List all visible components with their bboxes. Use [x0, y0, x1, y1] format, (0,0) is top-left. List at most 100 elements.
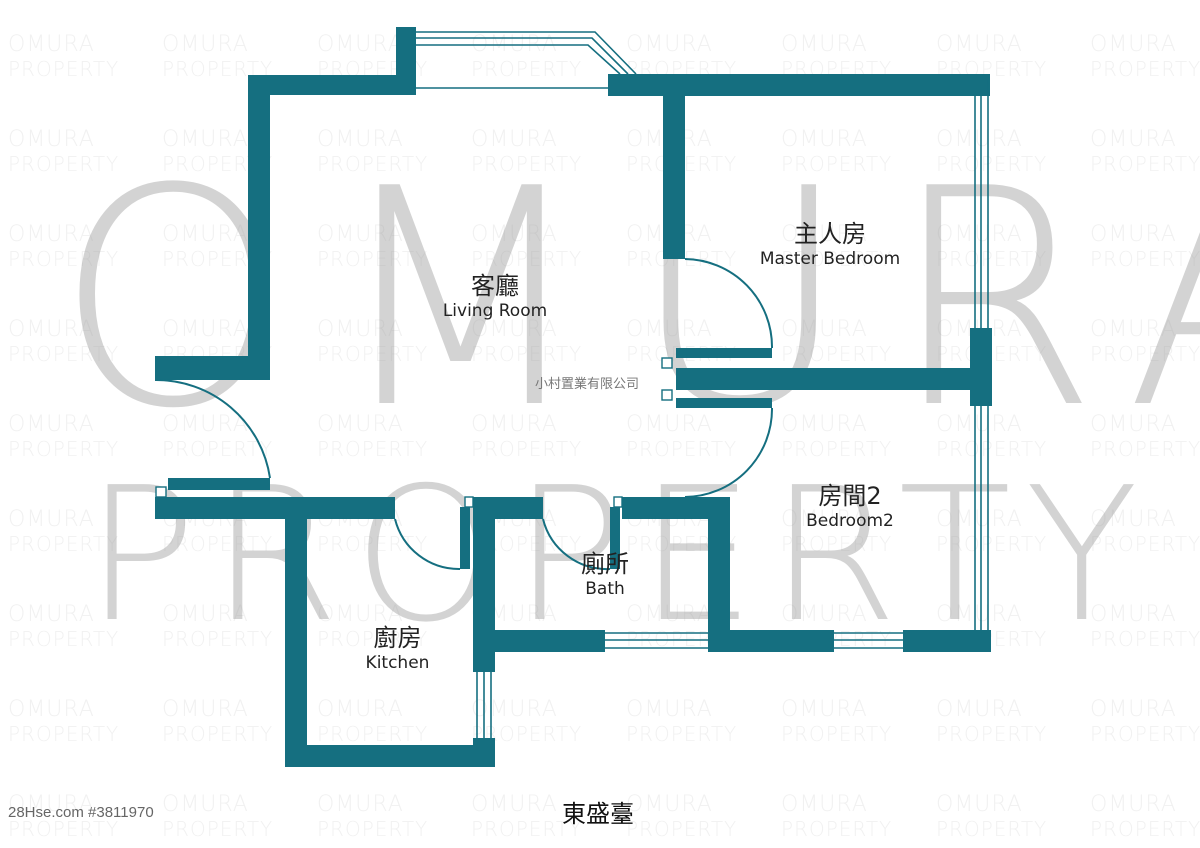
watermark-tile-line1: OMURA [162, 697, 249, 722]
watermark-tile-line1: OMURA [8, 697, 95, 722]
source-label: 28Hse.com #3811970 [8, 804, 154, 821]
watermark-tile-line1: OMURA [162, 602, 249, 627]
watermark-tile-line1: OMURA [1090, 412, 1177, 437]
watermark-tile-line1: OMURA [1090, 602, 1177, 627]
watermark-tile-line1: OMURA [317, 412, 404, 437]
watermark-tile-line1: OMURA [471, 697, 558, 722]
watermark-tile-line2: PROPERTY [162, 722, 274, 746]
watermark-tile-line2: PROPERTY [1090, 342, 1200, 366]
room-name-zh: 客廳 [471, 272, 519, 300]
watermark-tile-line1: OMURA [8, 507, 95, 532]
room-label-living-room: 客廳 Living Room [420, 272, 570, 322]
watermark-tile-line2: PROPERTY [471, 342, 583, 366]
watermark-tile-line1: OMURA [626, 602, 713, 627]
watermark-tile-line1: OMURA [1090, 317, 1177, 342]
watermark-tile-line2: PROPERTY [162, 437, 274, 461]
watermark-tile-line2: PROPERTY [162, 532, 274, 556]
watermark-tile-line2: PROPERTY [317, 722, 429, 746]
watermark-tile-line1: OMURA [162, 792, 249, 817]
watermark-tile-line1: OMURA [781, 32, 868, 57]
watermark-tile-line1: OMURA [781, 507, 868, 532]
watermark-tile-line1: OMURA [317, 792, 404, 817]
watermark-tile-line1: OMURA [162, 317, 249, 342]
watermark-tile-line1: OMURA [781, 222, 868, 247]
watermark-tile-line2: PROPERTY [471, 57, 583, 81]
watermark-tile-line2: PROPERTY [626, 722, 738, 746]
watermark-tile-line1: OMURA [626, 412, 713, 437]
watermark-tile-line2: PROPERTY [8, 342, 120, 366]
watermark-tile-line1: OMURA [936, 412, 1023, 437]
watermark-tile-line1: OMURA [626, 32, 713, 57]
watermark-tile-line1: OMURA [317, 602, 404, 627]
room-name-en: Kitchen [365, 653, 430, 673]
watermark-tile-line2: PROPERTY [317, 437, 429, 461]
watermark-tile-line1: OMURA [936, 32, 1023, 57]
watermark-tile-line1: OMURA [936, 792, 1023, 817]
watermark-tile-line2: PROPERTY [8, 722, 120, 746]
watermark-tile-line1: OMURA [471, 412, 558, 437]
watermark-tile-line1: OMURA [8, 32, 95, 57]
watermark-tile-line1: OMURA [936, 697, 1023, 722]
watermark-tile-line1: OMURA [1090, 127, 1177, 152]
watermark-tile-line2: PROPERTY [936, 532, 1048, 556]
watermark-tile-line2: PROPERTY [1090, 57, 1200, 81]
watermark-tile-line1: OMURA [1090, 32, 1177, 57]
watermark-tile-line2: PROPERTY [471, 247, 583, 271]
watermark-tile-line2: PROPERTY [781, 152, 893, 176]
room-name-zh: 主人房 [794, 220, 866, 248]
watermark-tile-line1: OMURA [471, 222, 558, 247]
watermark-tile-line1: OMURA [317, 317, 404, 342]
watermark-tile-line1: OMURA [1090, 507, 1177, 532]
watermark-tile-line1: OMURA [162, 32, 249, 57]
room-name-en: Master Bedroom [759, 249, 901, 269]
watermark-tile-line2: PROPERTY [781, 532, 893, 556]
watermark-tile-line1: OMURA [317, 697, 404, 722]
watermark-tile-line2: PROPERTY [317, 247, 429, 271]
watermark-tile-line2: PROPERTY [936, 437, 1048, 461]
watermark-tile-line2: PROPERTY [626, 437, 738, 461]
watermark-tile-line1: OMURA [1090, 697, 1177, 722]
room-label-kitchen: 廚房 Kitchen [340, 624, 455, 674]
watermark-tile-line1: OMURA [936, 222, 1023, 247]
watermark-tile-line2: PROPERTY [1090, 532, 1200, 556]
watermark-tile-line1: OMURA [317, 222, 404, 247]
watermark-tile-line1: OMURA [781, 412, 868, 437]
watermark-tile-line2: PROPERTY [1090, 152, 1200, 176]
watermark-tile-line1: OMURA [471, 127, 558, 152]
watermark-tile-line1: OMURA [781, 697, 868, 722]
room-name-zh: 房間2 [818, 482, 882, 510]
watermark-tile-line2: PROPERTY [317, 532, 429, 556]
company-name: 小村置業有限公司 [535, 377, 640, 392]
